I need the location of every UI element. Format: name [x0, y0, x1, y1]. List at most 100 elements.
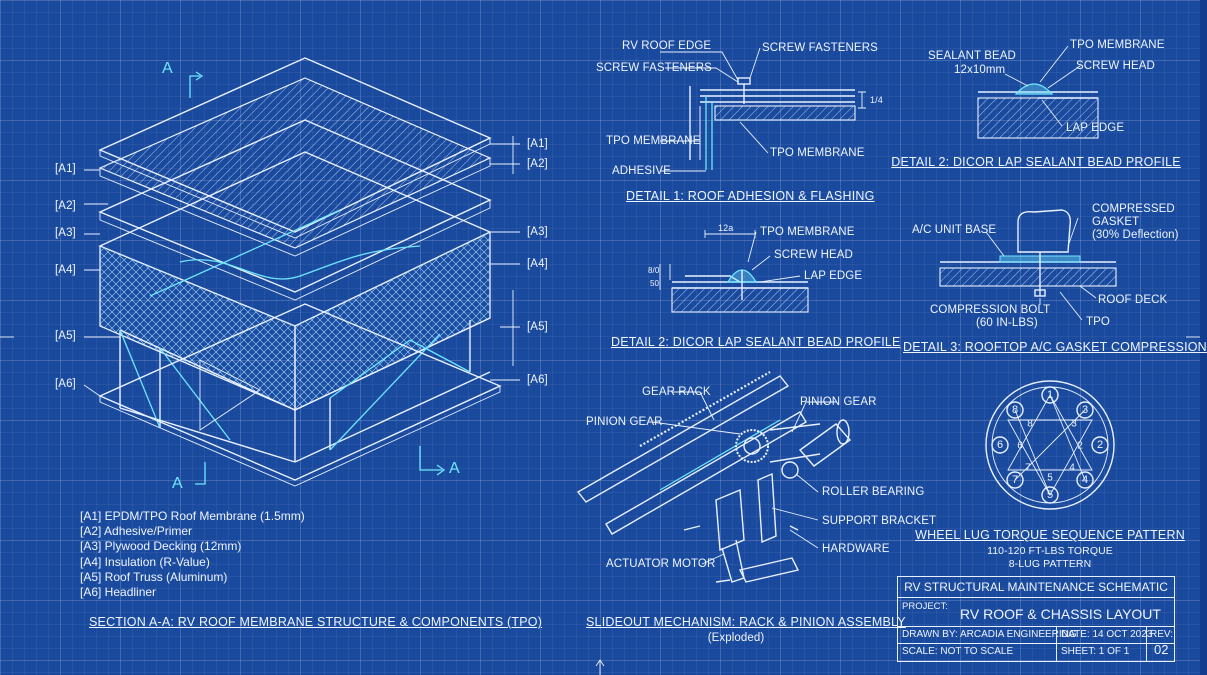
d1-screw-fasteners-left-label: SCREW FASTENERS: [596, 62, 712, 74]
lug-inner-2: 3: [1071, 418, 1077, 430]
d2r-sealant-size-label: 12x10mm: [954, 64, 1006, 76]
detail-3-title: DETAIL 3: ROOFTOP A/C GASKET COMPRESSION: [903, 340, 1207, 354]
tag-a5-left: [A5]: [55, 330, 76, 342]
wheel-lug-title: WHEEL LUG TORQUE SEQUENCE PATTERN: [915, 528, 1185, 542]
lug-inner-6: 6: [1017, 440, 1023, 452]
d3-deflection-label: (30% Deflection): [1092, 229, 1179, 241]
d2c-dim-side2-label: 50: [650, 279, 660, 288]
legend-item-a1: [A1] EPDM/TPO Roof Membrane (1.5mm): [80, 509, 305, 523]
legend-item-a2: [A2] Adhesive/Primer: [80, 524, 193, 539]
lug-inner-3: 2: [1077, 440, 1083, 452]
section-marker-top: A: [162, 60, 173, 77]
lug-outer-6: 7: [1011, 474, 1019, 486]
lug-inner-7: 7: [1025, 462, 1031, 474]
wheel-lug-pattern-drawing: [985, 380, 1115, 510]
slideout-title: SLIDEOUT MECHANISM: RACK & PINION ASSEMB…: [586, 615, 906, 629]
title-block-project-row: PROJECT: RV ROOF & CHASSIS LAYOUT: [898, 598, 1174, 627]
lug-inner-4: 4: [1069, 462, 1075, 474]
d3-tpo-label: TPO: [1086, 316, 1110, 328]
project-label: PROJECT:: [902, 601, 948, 612]
slideout-assembly-drawing: [576, 371, 852, 583]
title-block: RV STRUCTURAL MAINTENANCE SCHEMATIC PROJ…: [897, 576, 1175, 662]
rev-label: REV:: [1150, 629, 1173, 640]
legend-item-a6: [A6] Headliner: [80, 585, 157, 600]
legend-item-a3: [A3] Plywood Decking (12mm): [80, 539, 242, 554]
title-block-heading-row: RV STRUCTURAL MAINTENANCE SCHEMATIC: [898, 577, 1174, 598]
so-support-bracket-label: SUPPORT BRACKET: [822, 515, 937, 527]
detail-2-center-drawing: [659, 230, 809, 313]
d1-rv-roof-edge-label: RV ROOF EDGE: [622, 40, 712, 52]
tag-a2-right: [A2]: [527, 158, 548, 170]
d3-compressed-label: COMPRESSED: [1092, 203, 1175, 215]
d2c-tpo-membrane-label: TPO MEMBRANE: [760, 226, 855, 238]
wheel-lug-pattern: 8-LUG PATTERN: [1008, 558, 1092, 570]
d1-adhesive-label: ADHESIVE: [612, 165, 671, 177]
lug-outer-8: 8: [1011, 404, 1019, 416]
wheel-lug-torque: 110-120 FT-LBS TORQUE: [987, 545, 1113, 557]
so-pinion-gear-left-label: PINION GEAR: [586, 416, 663, 428]
lug-outer-7: 6: [996, 439, 1004, 451]
detail-3-drawing: [939, 209, 1117, 321]
legend-item-a4: [A4] Insulation (R-Value): [80, 554, 210, 569]
detail-2-right-title: DETAIL 2: DICOR LAP SEALANT BEAD PROFILE: [891, 155, 1181, 169]
section-title: SECTION A-A: RV ROOF MEMBRANE STRUCTURE …: [89, 615, 543, 629]
d2r-screw-head-label: SCREW HEAD: [1076, 60, 1155, 72]
detail-2-right-drawing: [977, 45, 1099, 139]
d2r-sealant-bead-label: SEALANT BEAD: [928, 50, 1016, 62]
section-marker-bottom-left: A: [172, 475, 183, 492]
d1-tpo-membrane-right-label: TPO MEMBRANE: [770, 147, 865, 159]
tag-a6-right: [A6]: [527, 374, 548, 386]
d2c-lap-edge-label: LAP EDGE: [804, 270, 863, 282]
roof-section-exploded-view: [83, 57, 520, 487]
project-value: RV ROOF & CHASSIS LAYOUT: [960, 606, 1161, 622]
lug-inner-5: 5: [1047, 472, 1053, 484]
sheet: SHEET: 1 OF 1: [1061, 646, 1130, 657]
d1-screw-fasteners-right-label: SCREW FASTENERS: [762, 42, 878, 54]
tag-a2-left: [A2]: [55, 200, 76, 212]
tag-a5-right: [A5]: [527, 321, 548, 333]
d2r-lap-edge-label: LAP EDGE: [1066, 122, 1125, 134]
d2c-screw-head-label: SCREW HEAD: [774, 249, 853, 261]
lug-outer-3: 2: [1096, 439, 1104, 451]
tag-a3-right: [A3]: [527, 226, 548, 238]
lug-outer-2: 3: [1081, 404, 1089, 416]
d2c-dim-side1-label: 8/0: [648, 266, 660, 275]
d3-roof-deck-label: ROOF DECK: [1098, 294, 1168, 306]
d3-bolt-torque-label: (60 IN-LBS): [976, 317, 1038, 329]
lug-outer-5: 5: [1046, 489, 1054, 501]
section-legend: [A1] EPDM/TPO Roof Membrane (1.5mm) [A2]…: [80, 509, 305, 600]
rev-value: 02: [1154, 642, 1169, 657]
drawn-by: DRAWN BY: ARCADIA ENGINEERING: [902, 629, 1077, 640]
detail-1-drawing: [660, 47, 866, 172]
tag-a1-left: [A1]: [55, 163, 76, 175]
detail-2-center-title: DETAIL 2: DICOR LAP SEALANT BEAD PROFILE: [611, 335, 901, 349]
scale: SCALE: NOT TO SCALE: [902, 646, 1014, 657]
lug-outer-4: 4: [1081, 474, 1089, 486]
d3-compression-bolt-label: COMPRESSION BOLT: [930, 304, 1051, 316]
tag-a4-right: [A4]: [527, 258, 548, 270]
d3-gasket-label: GASKET: [1092, 216, 1140, 228]
d1-dimension-label: 1/4: [870, 95, 883, 105]
title-block-scale-row: SCALE: NOT TO SCALE SHEET: 1 OF 1 02: [898, 642, 1174, 660]
so-roller-bearing-label: ROLLER BEARING: [822, 486, 925, 498]
d1-tpo-membrane-left-label: TPO MEMBRANE: [606, 135, 701, 147]
so-actuator-motor-label: ACTUATOR MOTOR: [606, 558, 716, 570]
tag-a6-left: [A6]: [55, 378, 76, 390]
legend-item-a5: [A5] Roof Truss (Aluminum): [80, 569, 228, 584]
date: DATE: 14 OCT 2023: [1061, 629, 1153, 640]
tag-a4-left: [A4]: [55, 264, 76, 276]
tag-a3-left: [A3]: [55, 227, 76, 239]
title-block-drawn-row: DRAWN BY: ARCADIA ENGINEERING DATE: 14 O…: [898, 627, 1174, 644]
title-block-heading: RV STRUCTURAL MAINTENANCE SCHEMATIC: [904, 580, 1168, 594]
d2r-tpo-membrane-label: TPO MEMBRANE: [1070, 39, 1165, 51]
d2c-dim-top-label: 12a: [718, 223, 734, 233]
so-gear-rack-label: GEAR RACK: [642, 386, 711, 398]
so-pinion-gear-right-label: PINION GEAR: [800, 396, 877, 408]
so-hardware-label: HARDWARE: [822, 543, 890, 555]
lug-inner-1: 8: [1027, 418, 1033, 430]
tag-a1-right: [A1]: [527, 138, 548, 150]
d3-ac-unit-base-label: A/C UNIT BASE: [912, 224, 997, 236]
slideout-subtitle: (Exploded): [707, 632, 765, 644]
